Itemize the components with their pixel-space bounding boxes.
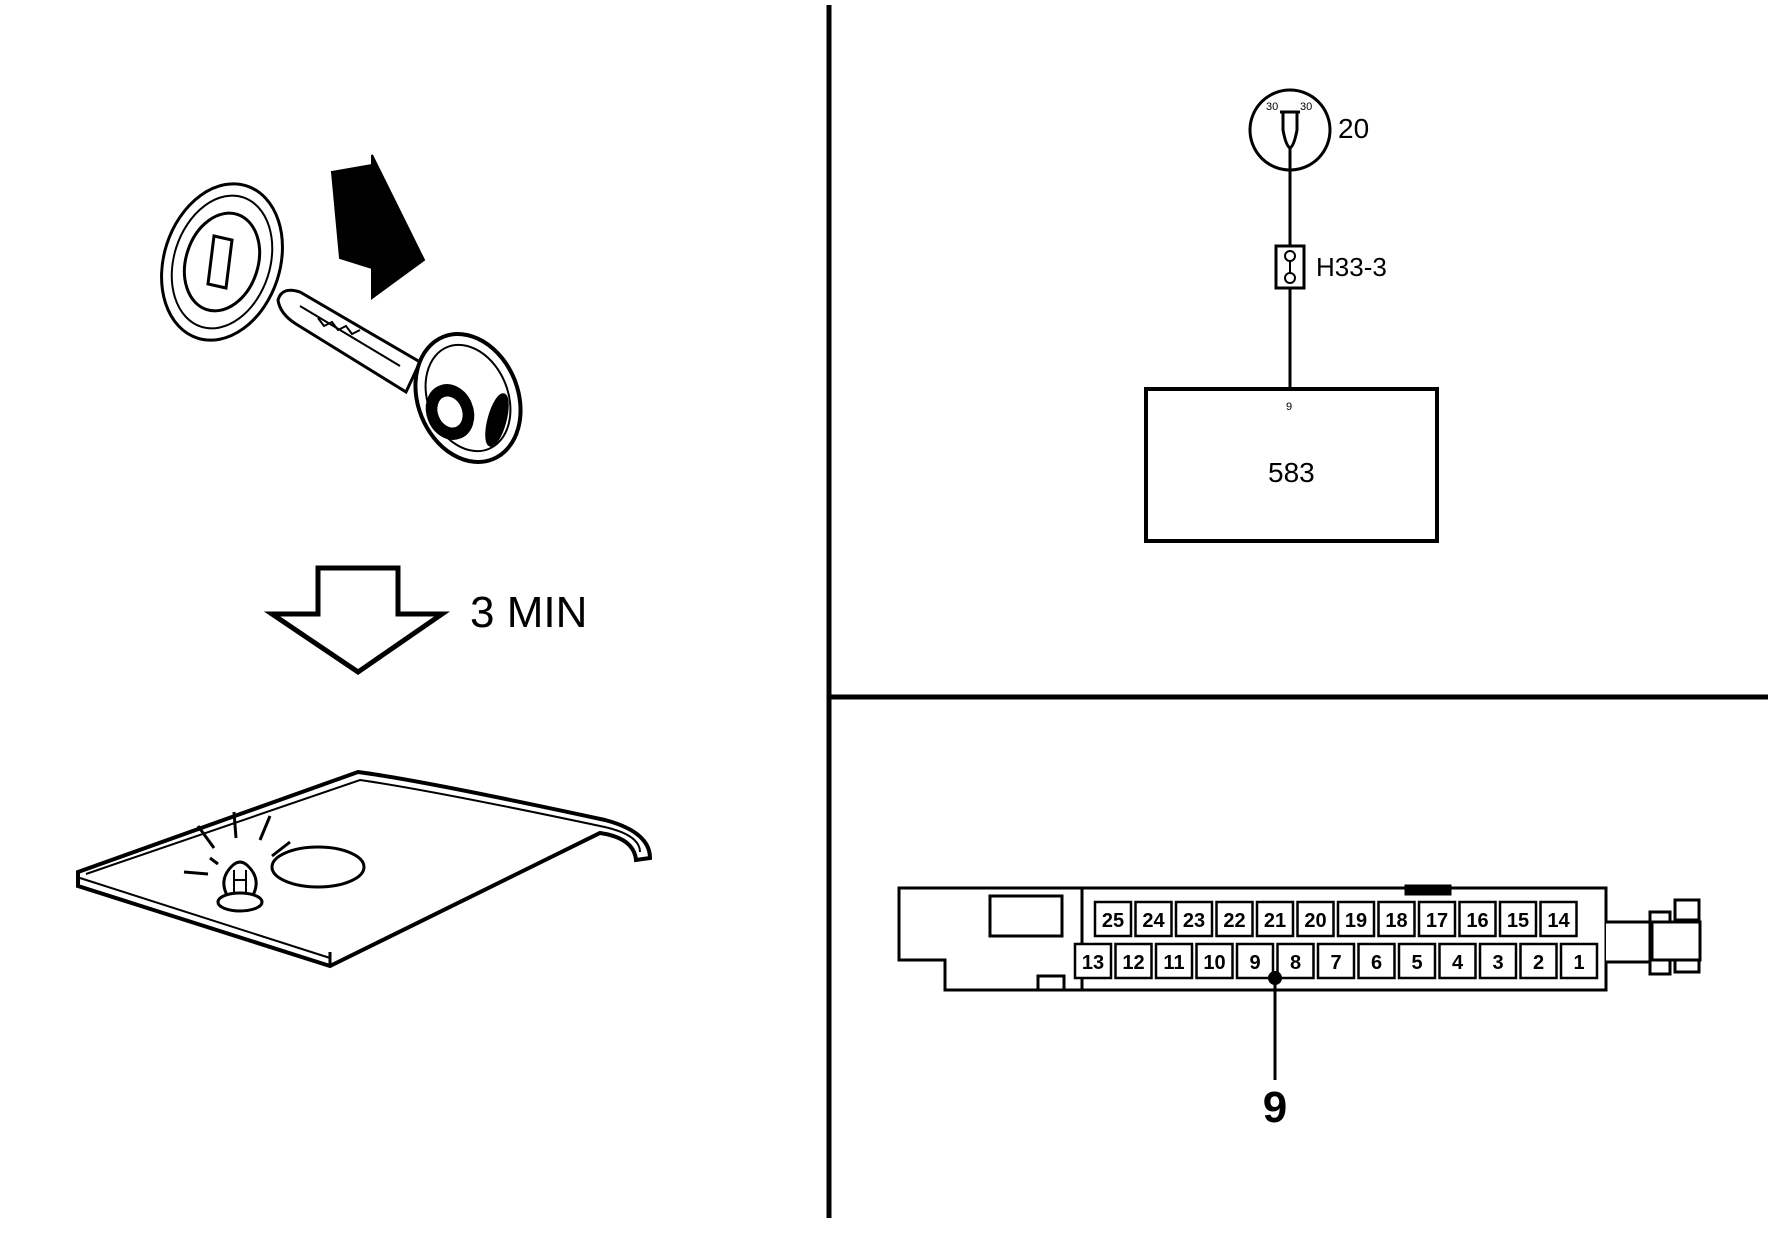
connector-pin-label: 3 (1492, 952, 1503, 974)
connector-pin-cell (1458, 900, 1497, 938)
connector-pin-label: 15 (1507, 910, 1529, 932)
module-pin-label: 9 (1286, 401, 1292, 413)
warning-lamp-icon (183, 811, 291, 913)
connector-pin-cell (1336, 900, 1376, 938)
connector-pin-label: 16 (1466, 910, 1488, 932)
connector-pin-cell (1235, 942, 1275, 980)
connector-pin-label: 10 (1203, 952, 1225, 974)
wait-time-label: 3 MIN (470, 588, 587, 637)
connector-pin-cell (1296, 900, 1335, 938)
connector-pin-cell (1377, 900, 1416, 938)
connector-pin-label: 9 (1249, 952, 1260, 974)
connector-pin-cell (1195, 942, 1234, 980)
insert-arrow-icon (330, 154, 426, 300)
connector-pin-cell (1114, 942, 1153, 980)
connector-pin-cell (1498, 900, 1538, 938)
connector-pin-label: 13 (1082, 952, 1104, 974)
connector-pin-label: 4 (1452, 952, 1464, 974)
connector-pin-label: 24 (1142, 910, 1165, 932)
connector-pin-label: 25 (1102, 910, 1124, 932)
connector-pin-cell (1559, 942, 1599, 980)
control-module-box (1144, 387, 1439, 543)
connector-pin-cell (1276, 942, 1315, 980)
connector-pin-label: 2 (1533, 952, 1544, 974)
connector-pin-label: 12 (1122, 952, 1144, 974)
connector-pin-cell (1397, 942, 1437, 980)
connector-pin-label: 18 (1385, 910, 1407, 932)
gauge-outline (270, 845, 366, 889)
connector-pin-label: 20 (1304, 910, 1326, 932)
fuse-number-label: 20 (1338, 113, 1369, 144)
connector-pin-cell (1154, 942, 1194, 980)
connector-pin-cell (1417, 900, 1457, 938)
connector-pin-label: 8 (1290, 952, 1301, 974)
inline-connector-symbol (1274, 244, 1306, 290)
pin-callout-label: 9 (1263, 1083, 1287, 1132)
connector-pin-cell (1478, 942, 1518, 980)
instrument-panel (76, 769, 653, 969)
connector-pin-label: 22 (1223, 910, 1245, 932)
connector-pin-cell (1215, 900, 1254, 938)
pin-callout-dot (1268, 971, 1282, 985)
connector-pin-cell (1134, 900, 1173, 938)
connector-pin-label: 23 (1183, 910, 1205, 932)
connector-pin-label: 6 (1371, 952, 1382, 974)
connector-pin-label: 1 (1573, 952, 1584, 974)
connector-pin-cell (1073, 942, 1113, 980)
down-arrow-icon (263, 565, 451, 676)
connector-pin-label: 11 (1163, 952, 1184, 974)
connector-pin-label: 5 (1411, 952, 1422, 974)
connector-pin-label: 17 (1426, 910, 1448, 932)
module-number-label: 583 (1268, 457, 1315, 488)
connector-pin-label: 7 (1330, 952, 1341, 974)
fuse-pin-left-label: 30 (1266, 101, 1278, 113)
connector-pin-cell (1357, 942, 1396, 980)
connector-pin-label: 19 (1345, 910, 1367, 932)
connector-pin-cell (1316, 942, 1356, 980)
fuse-symbol: 30 30 (1248, 88, 1332, 172)
connector-pin-cell (1093, 900, 1133, 938)
connector-pin-label: 14 (1547, 910, 1570, 932)
key-icon (276, 288, 523, 464)
connector-pin-cell (1539, 900, 1578, 938)
connector-pin-cell (1519, 942, 1558, 980)
fuse-pin-right-label: 30 (1300, 101, 1312, 113)
connector-pin-cell (1438, 942, 1477, 980)
ignition-lock-icon (160, 182, 284, 342)
connector-pin-cell (1255, 900, 1295, 938)
inline-connector-label: H33-3 (1316, 252, 1387, 282)
connector-pin-label: 21 (1264, 910, 1286, 932)
connector-pin-cell (1174, 900, 1214, 938)
